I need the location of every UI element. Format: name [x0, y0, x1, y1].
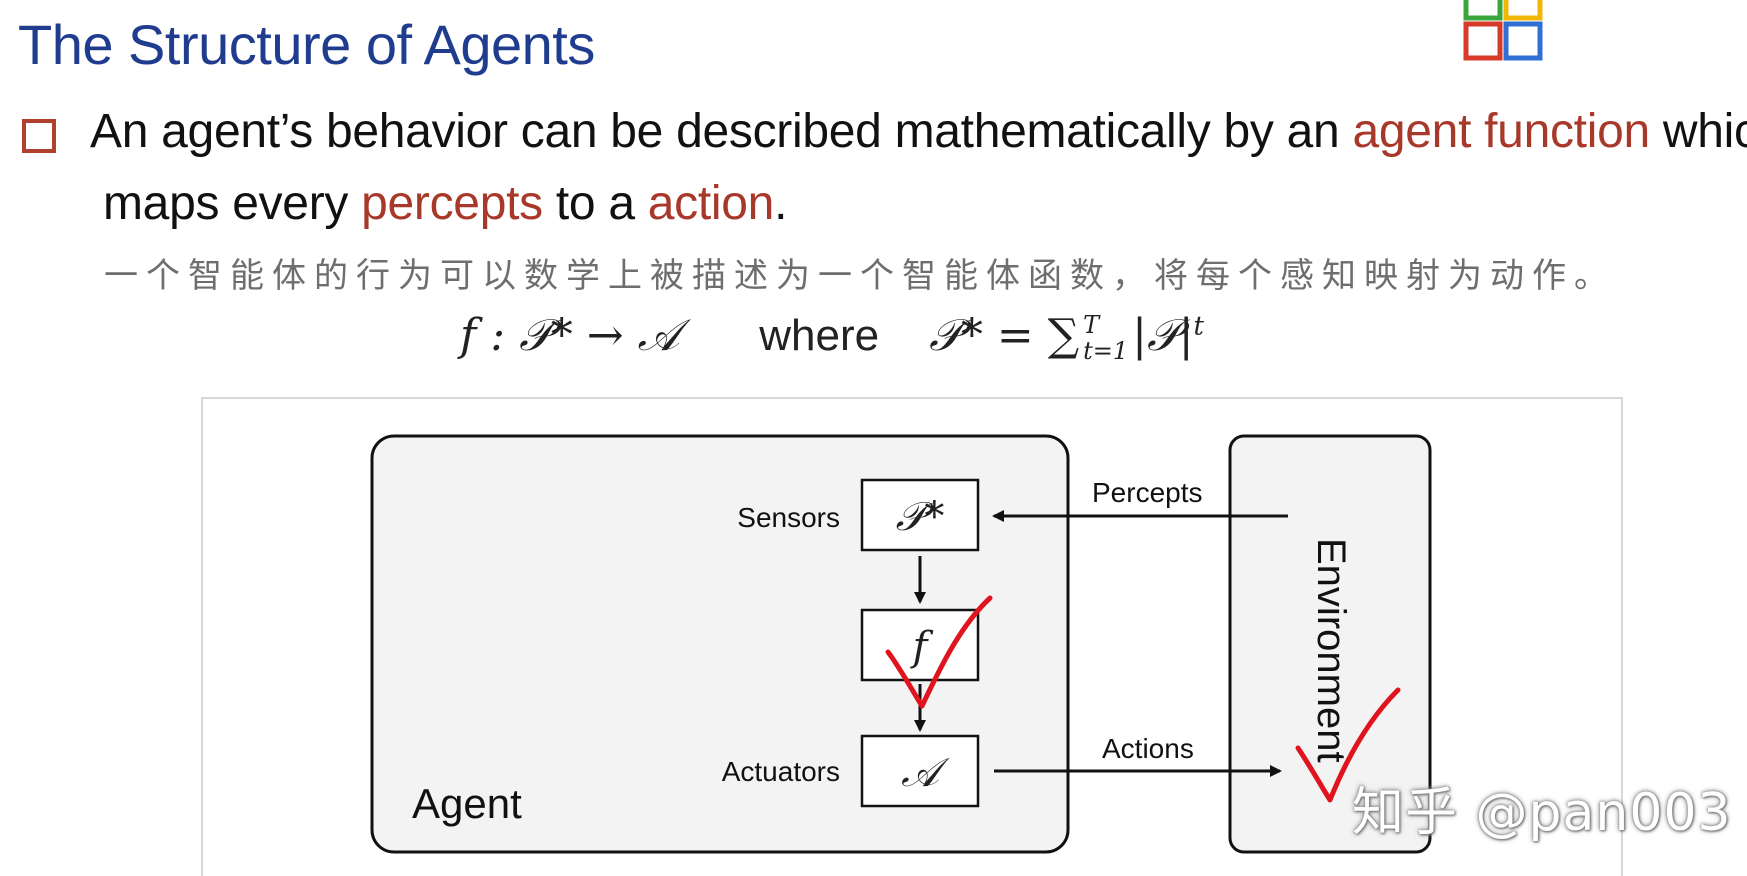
percepts-label: Percepts	[1092, 477, 1203, 508]
term-action: action	[647, 177, 775, 230]
agent-label: Agent	[412, 780, 522, 827]
environment-label: Environment	[1309, 538, 1353, 763]
function-box	[860, 608, 980, 682]
slide-title: The Structure of Agents	[18, 13, 595, 76]
action-space-box	[860, 734, 980, 808]
sum-upper: T	[1083, 311, 1100, 340]
formula-rhs: 𝒫* = ∑	[929, 310, 1080, 361]
chinese-translation: 一个智能体的行为可以数学上被描述为一个智能体函数，将每个感知映射为动作。	[104, 256, 1616, 296]
actions-label: Actions	[1102, 733, 1194, 764]
bullet-text: which	[1662, 105, 1747, 158]
percept-space-box	[860, 478, 980, 552]
checkmark-icon	[1295, 687, 1401, 803]
formula-exponent: t	[1193, 311, 1204, 342]
formula-lhs: f : 𝒫* → 𝒜	[460, 310, 680, 361]
watermark: 知乎 @pan003	[1352, 783, 1732, 843]
sum-lower: t=1	[1083, 337, 1129, 366]
bullet-line-1: An agent’s behavior can be described mat…	[90, 104, 1747, 159]
environment-box	[1228, 434, 1432, 854]
bullet-text: to a	[542, 177, 648, 230]
formula-rhs-tail: |𝒫|	[1132, 310, 1194, 361]
actuators-label: Actuators	[722, 756, 840, 787]
term-percepts: percepts	[361, 177, 543, 230]
logo-icon	[1463, 0, 1543, 61]
sensors-label: Sensors	[737, 502, 840, 533]
percept-space-symbol: 𝒫*	[896, 494, 945, 540]
checkmark-icon	[885, 595, 993, 709]
bullet-text: .	[774, 177, 788, 230]
bullet-square-icon	[22, 119, 56, 153]
bullet-line-2: maps every percepts to a action.	[103, 176, 787, 231]
bullet-text: An agent’s behavior can be described mat…	[90, 105, 1353, 158]
bullet-text: maps every	[103, 177, 362, 230]
term-agent-function: agent function	[1352, 105, 1650, 158]
formula-where: where	[759, 311, 880, 360]
